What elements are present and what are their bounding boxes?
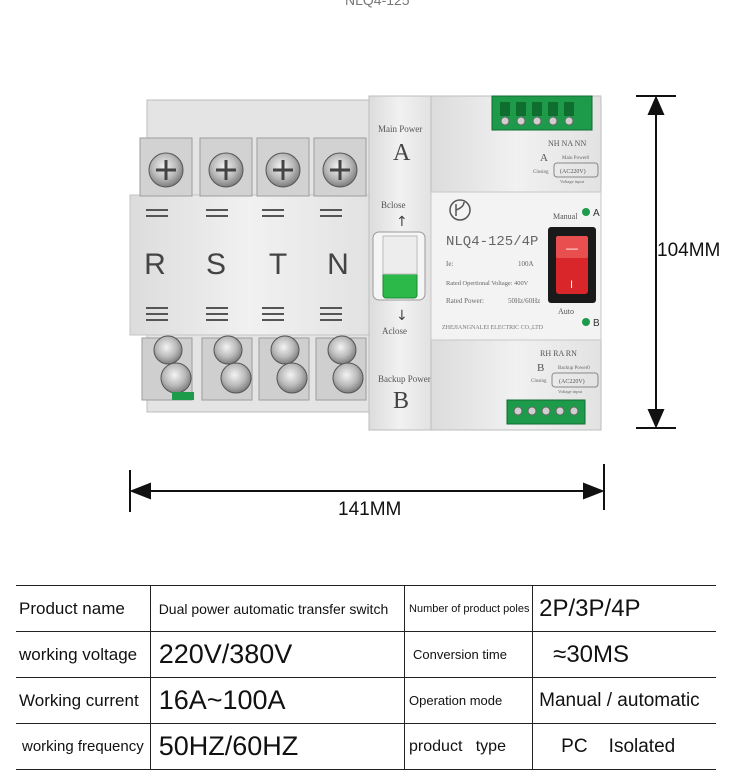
top-terminal-codes: NH NA NN: [548, 139, 586, 148]
spec-value: Dual power automatic transfer switch: [150, 585, 406, 632]
aclose-label: Aclose: [382, 326, 407, 336]
top-terminal-desc1: Main Power0: [562, 156, 590, 161]
indicator-b: B: [593, 318, 600, 329]
bottom-terminal-codes: RH RA RN: [540, 349, 577, 358]
spec-value: ≈30MS: [532, 631, 716, 678]
spec-label: Working current: [16, 677, 151, 724]
indicator-b-led: [582, 318, 590, 326]
table-row: working frequency 50HZ/60HZ product type…: [16, 723, 716, 770]
closing-label-top: Closing: [533, 170, 549, 175]
rocker-off-mark: I: [570, 279, 573, 291]
top-terminal-letter: A: [540, 152, 548, 164]
pole-modules: R S T N: [129, 99, 371, 413]
spec-label: working frequency: [16, 723, 151, 770]
spec-label: Conversion time: [404, 631, 534, 678]
top-screws: [148, 152, 358, 188]
spec-label: Operation mode: [404, 677, 534, 724]
ie-value: 100A: [518, 260, 534, 268]
rated-power-label: Rated Power:: [446, 297, 484, 305]
manufacturer-label: ZHEJIANGNALEI ELECTRIC CO.,LTD: [442, 325, 544, 331]
pole-letter-t: T: [269, 248, 287, 281]
model-label: NLQ4-125/4P: [446, 234, 538, 250]
bottom-terminal-desc2: (AC220V): [559, 378, 585, 385]
transfer-switch-photo: NLQ4-125 R S T N: [129, 0, 676, 512]
manual-label: Manual: [553, 212, 578, 221]
closing-label-bottom: Closing: [531, 379, 547, 384]
pole-letter-n: N: [327, 248, 349, 281]
main-power-letter: A: [393, 140, 411, 166]
spec-value: 220V/380V: [150, 631, 406, 678]
top-terminal-desc3: Voltage input: [560, 179, 585, 184]
svg-text:↓: ↓: [396, 308, 408, 324]
table-row: working voltage 220V/380V Conversion tim…: [16, 631, 716, 678]
width-dimension: [129, 464, 605, 512]
backup-power-label: Backup Power: [378, 374, 431, 384]
bottom-terminal-letter: B: [537, 362, 544, 374]
height-dimension-label: 104MM: [657, 240, 721, 261]
spec-value: 16A~100A: [150, 677, 406, 724]
bottom-terminal-desc3: Voltage input: [558, 389, 583, 394]
bclose-label: Bclose: [381, 200, 406, 210]
indicator-a-led: [582, 208, 590, 216]
top-strip-text: NLQ4-125: [345, 0, 410, 8]
svg-text:↑: ↑: [396, 214, 408, 230]
spec-value: 2P/3P/4P: [532, 585, 716, 632]
table-row: Product name Dual power automatic transf…: [16, 585, 716, 632]
width-dimension-label: 141MM: [338, 499, 402, 520]
table-row: Working current 16A~100A Operation mode …: [16, 677, 716, 724]
pole-letter-s: S: [206, 248, 226, 281]
auto-label: Auto: [558, 307, 574, 316]
spec-label: Number of product poles: [404, 585, 534, 632]
spec-value: Manual / automatic: [532, 677, 716, 724]
indicator-a: A: [593, 208, 600, 219]
bottom-terminal-desc1: Backup Power0: [558, 366, 590, 371]
spec-value: PC Isolated: [532, 723, 716, 770]
rocker-on-mark: —: [566, 241, 578, 255]
spec-value: 50HZ/60HZ: [150, 723, 406, 770]
brand-logo: [449, 199, 471, 221]
pole-letter-r: R: [144, 248, 166, 281]
height-dimension: [636, 95, 676, 429]
spec-label: Product name: [16, 585, 151, 632]
spec-label: product type: [404, 723, 534, 770]
top-terminal-desc2: (AC220V): [560, 168, 586, 175]
spec-label: working voltage: [16, 631, 151, 678]
main-power-label: Main Power: [378, 124, 422, 134]
rated-power-value: 50Hz/60Hz: [508, 297, 540, 305]
rated-voltage: Rated Opertional Voltage: 400V: [446, 280, 529, 287]
ie-label: Ie:: [446, 260, 453, 268]
controller-module: NH NA NN A Main Power0 (AC220V) Closing …: [430, 95, 602, 431]
spec-table: Product name Dual power automatic transf…: [16, 585, 716, 770]
handle-module: Main Power A Bclose ↑ ↓ Aclose Backup Po…: [368, 95, 432, 431]
backup-power-letter: B: [393, 388, 409, 414]
